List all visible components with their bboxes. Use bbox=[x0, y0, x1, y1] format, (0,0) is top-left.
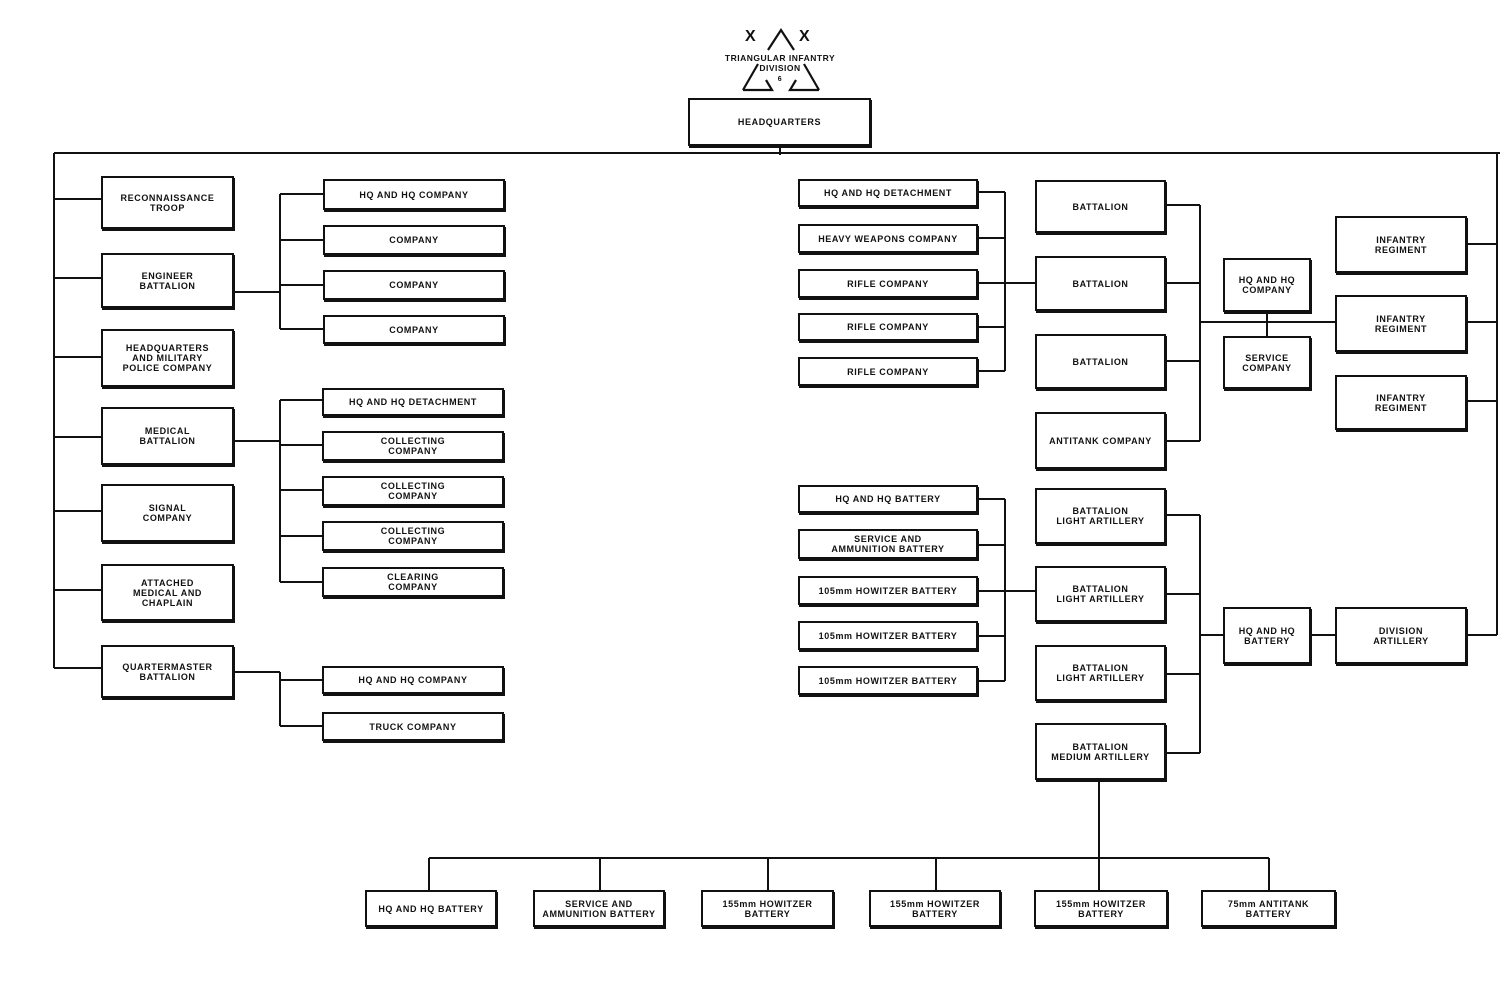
artillery-hq-battery-box: HQ AND HQ BATTERY bbox=[1223, 607, 1311, 664]
quartermaster-battalion-box: QUARTERMASTER BATTALION bbox=[101, 645, 234, 698]
truck-company-box: TRUCK COMPANY bbox=[322, 712, 504, 741]
insignia-line-1: TRIANGULAR INFANTRY bbox=[724, 53, 836, 63]
collecting-company-box: COLLECTING COMPANY bbox=[322, 476, 504, 506]
light-artillery-battalion-box: BATTALION LIGHT ARTILLERY bbox=[1035, 488, 1166, 544]
insignia-triangles bbox=[742, 27, 820, 92]
infantry-regiment-box: INFANTRY REGIMENT bbox=[1335, 295, 1467, 352]
105mm-howitzer-battery-box: 105mm HOWITZER BATTERY bbox=[798, 621, 978, 650]
insignia-line-3: 6 bbox=[777, 76, 783, 83]
medical-hq-detachment-box: HQ AND HQ DETACHMENT bbox=[322, 388, 504, 416]
collecting-company-box: COLLECTING COMPANY bbox=[322, 521, 504, 551]
rifle-company-box: RIFLE COMPANY bbox=[798, 313, 978, 341]
quartermaster-hq-company-box: HQ AND HQ COMPANY bbox=[322, 666, 504, 694]
engineer-company-box: COMPANY bbox=[323, 315, 505, 344]
medium-artillery-battalion-box: BATTALION MEDIUM ARTILLERY bbox=[1035, 723, 1166, 780]
hq-military-police-box: HEADQUARTERS AND MILITARY POLICE COMPANY bbox=[101, 329, 234, 387]
headquarters-box: HEADQUARTERS bbox=[688, 98, 871, 146]
antitank-company-box: ANTITANK COMPANY bbox=[1035, 412, 1166, 469]
reconnaissance-troop-box: RECONNAISSANCE TROOP bbox=[101, 176, 234, 229]
155mm-howitzer-battery-box: 155mm HOWITZER BATTERY bbox=[1034, 890, 1168, 927]
infantry-battalion-box: BATTALION bbox=[1035, 180, 1166, 233]
medical-battalion-box: MEDICAL BATTALION bbox=[101, 407, 234, 465]
infantry-regiment-box: INFANTRY REGIMENT bbox=[1335, 375, 1467, 430]
division-artillery-box: DIVISION ARTILLERY bbox=[1335, 607, 1467, 664]
light-service-ammunition-battery-box: SERVICE AND AMMUNITION BATTERY bbox=[798, 529, 978, 559]
signal-company-box: SIGNAL COMPANY bbox=[101, 484, 234, 542]
medium-hq-battery-box: HQ AND HQ BATTERY bbox=[365, 890, 497, 927]
155mm-howitzer-battery-box: 155mm HOWITZER BATTERY bbox=[869, 890, 1001, 927]
attached-medical-chaplain-box: ATTACHED MEDICAL AND CHAPLAIN bbox=[101, 564, 234, 621]
division-insignia: X X TRIANGULAR INFANTRY DIVISION 6 bbox=[700, 26, 860, 96]
regiment-hq-company-box: HQ AND HQ COMPANY bbox=[1223, 258, 1311, 312]
engineer-company-box: COMPANY bbox=[323, 225, 505, 255]
light-artillery-battalion-box: BATTALION LIGHT ARTILLERY bbox=[1035, 645, 1166, 701]
engineer-battalion-box: ENGINEER BATTALION bbox=[101, 253, 234, 308]
insignia-line-2: DIVISION bbox=[759, 63, 801, 73]
105mm-howitzer-battery-box: 105mm HOWITZER BATTERY bbox=[798, 576, 978, 605]
medium-service-ammunition-battery-box: SERVICE AND AMMUNITION BATTERY bbox=[533, 890, 665, 927]
75mm-antitank-battery-box: 75mm ANTITANK BATTERY bbox=[1201, 890, 1336, 927]
105mm-howitzer-battery-box: 105mm HOWITZER BATTERY bbox=[798, 666, 978, 695]
rifle-company-box: RIFLE COMPANY bbox=[798, 357, 978, 386]
infantry-battalion-box: BATTALION bbox=[1035, 334, 1166, 389]
engineer-company-box: COMPANY bbox=[323, 270, 505, 300]
clearing-company-box: CLEARING COMPANY bbox=[322, 567, 504, 597]
155mm-howitzer-battery-box: 155mm HOWITZER BATTERY bbox=[701, 890, 834, 927]
infantry-hq-detachment-box: HQ AND HQ DETACHMENT bbox=[798, 179, 978, 207]
engineer-hq-company-box: HQ AND HQ COMPANY bbox=[323, 179, 505, 210]
light-hq-battery-box: HQ AND HQ BATTERY bbox=[798, 485, 978, 513]
insignia-mark-right: X bbox=[799, 28, 811, 45]
collecting-company-box: COLLECTING COMPANY bbox=[322, 431, 504, 461]
light-artillery-battalion-box: BATTALION LIGHT ARTILLERY bbox=[1035, 566, 1166, 622]
service-company-box: SERVICE COMPANY bbox=[1223, 336, 1311, 389]
rifle-company-box: RIFLE COMPANY bbox=[798, 269, 978, 298]
heavy-weapons-company-box: HEAVY WEAPONS COMPANY bbox=[798, 224, 978, 253]
infantry-regiment-box: INFANTRY REGIMENT bbox=[1335, 216, 1467, 273]
infantry-battalion-box: BATTALION bbox=[1035, 256, 1166, 311]
insignia-mark-left: X bbox=[745, 28, 757, 45]
